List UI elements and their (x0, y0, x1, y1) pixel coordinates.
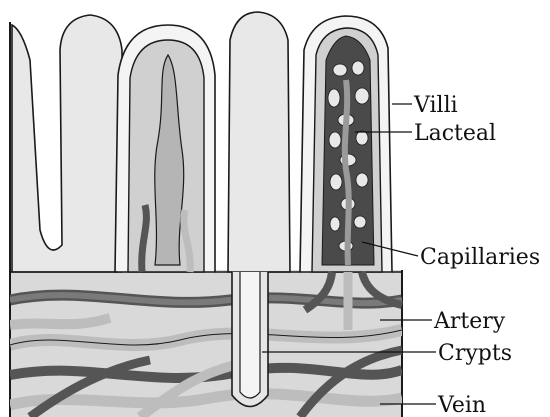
crypt (232, 272, 268, 407)
capillary-network (322, 36, 374, 265)
label-villi: Villi (413, 93, 458, 118)
label-crypts: Crypts (438, 341, 512, 366)
label-vein: Vein (437, 393, 486, 417)
left-villus (115, 25, 215, 272)
label-artery: Artery (433, 309, 506, 334)
label-capillaries: Capillaries (420, 245, 540, 270)
label-lacteal: Lacteal (414, 121, 496, 146)
